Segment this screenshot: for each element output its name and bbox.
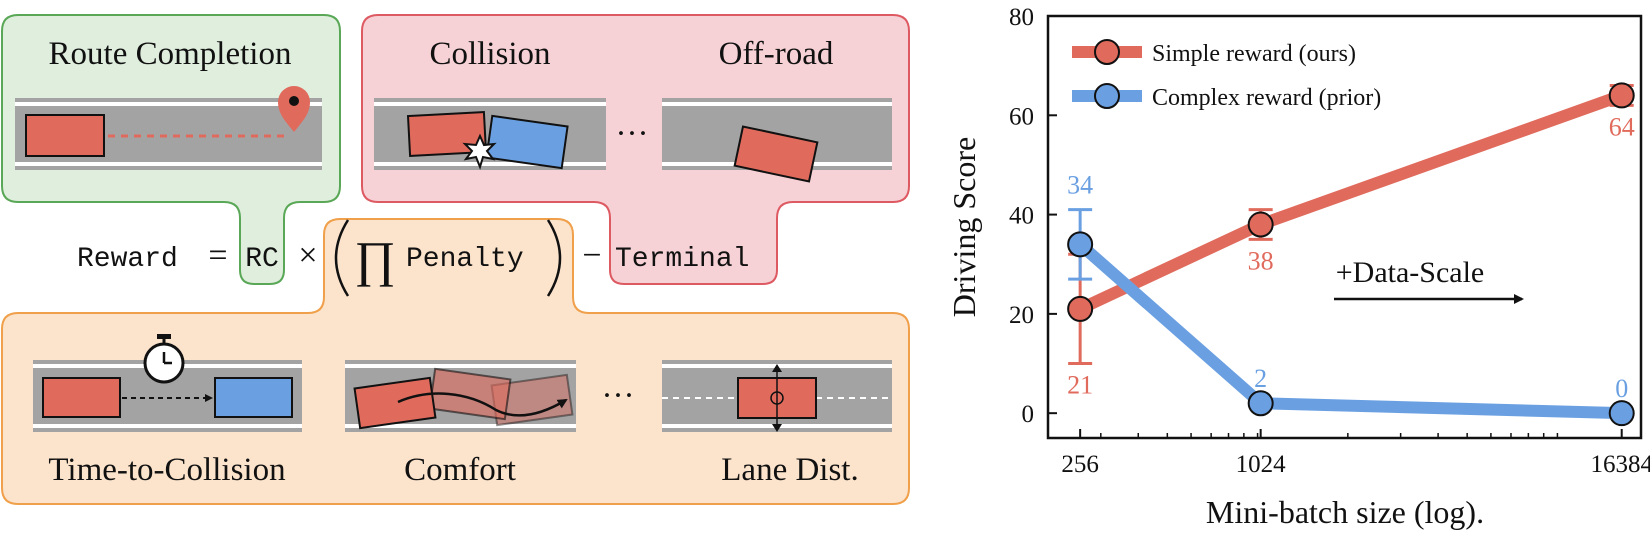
x-tick-label: 1024: [1236, 451, 1287, 478]
legend-label: Complex reward (prior): [1152, 85, 1381, 111]
lane-offset-arrow-bottom: [772, 424, 782, 432]
ttc-car-blue: [214, 377, 293, 418]
terminal-panel: [361, 14, 910, 285]
legend-entry: Complex reward (prior): [1072, 83, 1381, 111]
data-label: 34: [1067, 171, 1093, 200]
data-label: 64: [1609, 112, 1635, 141]
collision-car-blue: [485, 114, 569, 170]
lane-center-marker: [770, 391, 784, 405]
legend-swatch-marker: [1094, 83, 1120, 109]
lane-offset-arrow-top: [772, 364, 782, 372]
route-completion-road: [15, 98, 322, 170]
chart-legend: Simple reward (ours) Complex reward (prio…: [1072, 39, 1381, 111]
y-tick-label: 40: [1009, 203, 1034, 230]
x-tick-label: 256: [1061, 451, 1099, 478]
series-simple-reward: 21 38 64: [1067, 82, 1635, 400]
y-tick-label: 60: [1009, 103, 1034, 130]
y-tick-label: 80: [1009, 4, 1034, 31]
data-point: [1608, 82, 1635, 109]
stopwatch-icon: [143, 334, 185, 384]
eq-reward: Reward: [77, 244, 178, 275]
comfort-car: [353, 376, 437, 430]
eq-equals: =: [208, 237, 227, 274]
legend-swatch-marker: [1094, 39, 1120, 65]
ego-car: [25, 114, 105, 157]
ttc-car-red: [42, 377, 121, 418]
plot-frame: [1046, 14, 1643, 440]
x-axis-label: Mini-batch size (log).: [1206, 494, 1484, 530]
legend-entry: Simple reward (ours): [1072, 39, 1356, 67]
legend-label: Simple reward (ours): [1152, 41, 1356, 67]
destination-pin-icon: [278, 86, 310, 132]
eq-rc: RC: [245, 244, 279, 275]
y-tick-label: 20: [1009, 302, 1034, 329]
off-road-label: Off-road: [719, 36, 834, 72]
lane-dist-label: Lane Dist.: [721, 452, 858, 488]
y-tick-label: 0: [1022, 401, 1035, 428]
data-label: 38: [1248, 246, 1274, 275]
eq-penalty: Penalty: [406, 244, 524, 275]
eq-minus: −: [582, 237, 601, 274]
collision-burst-icon: [462, 133, 497, 171]
data-scale-annotation: +Data-Scale: [1336, 256, 1485, 289]
eq-close-paren: [546, 219, 562, 297]
data-label: 21: [1067, 371, 1093, 400]
data-point: [1067, 231, 1094, 258]
data-label: 0: [1615, 374, 1628, 403]
comfort-label: Comfort: [404, 452, 516, 488]
series-complex-reward: 34 2 0: [1067, 171, 1635, 427]
eq-times: ×: [298, 237, 317, 274]
eq-open-paren: [334, 219, 350, 297]
chart-series: 21 38 64 34 2 0: [1067, 82, 1635, 427]
eq-terminal: Terminal: [615, 244, 749, 275]
ttc-label: Time-to-Collision: [48, 452, 285, 488]
data-point: [1247, 390, 1274, 417]
data-point: [1608, 400, 1635, 427]
collision-label: Collision: [429, 36, 550, 72]
eq-product: ∏: [354, 231, 395, 287]
collision-ellipsis: ···: [616, 116, 649, 152]
comfort-path-arrow: [397, 392, 568, 417]
data-point: [1247, 211, 1274, 238]
route-completion-label: Route Completion: [49, 36, 292, 72]
penalty-ellipsis: ···: [602, 378, 635, 414]
y-axis-label: Driving Score: [946, 137, 982, 317]
data-label: 2: [1254, 364, 1267, 393]
x-tick-label: 16384: [1590, 451, 1650, 478]
off-road-car: [733, 125, 819, 183]
reward-diagram: Route Completion Collision Off-road ···: [1, 14, 910, 505]
data-point: [1067, 295, 1094, 322]
